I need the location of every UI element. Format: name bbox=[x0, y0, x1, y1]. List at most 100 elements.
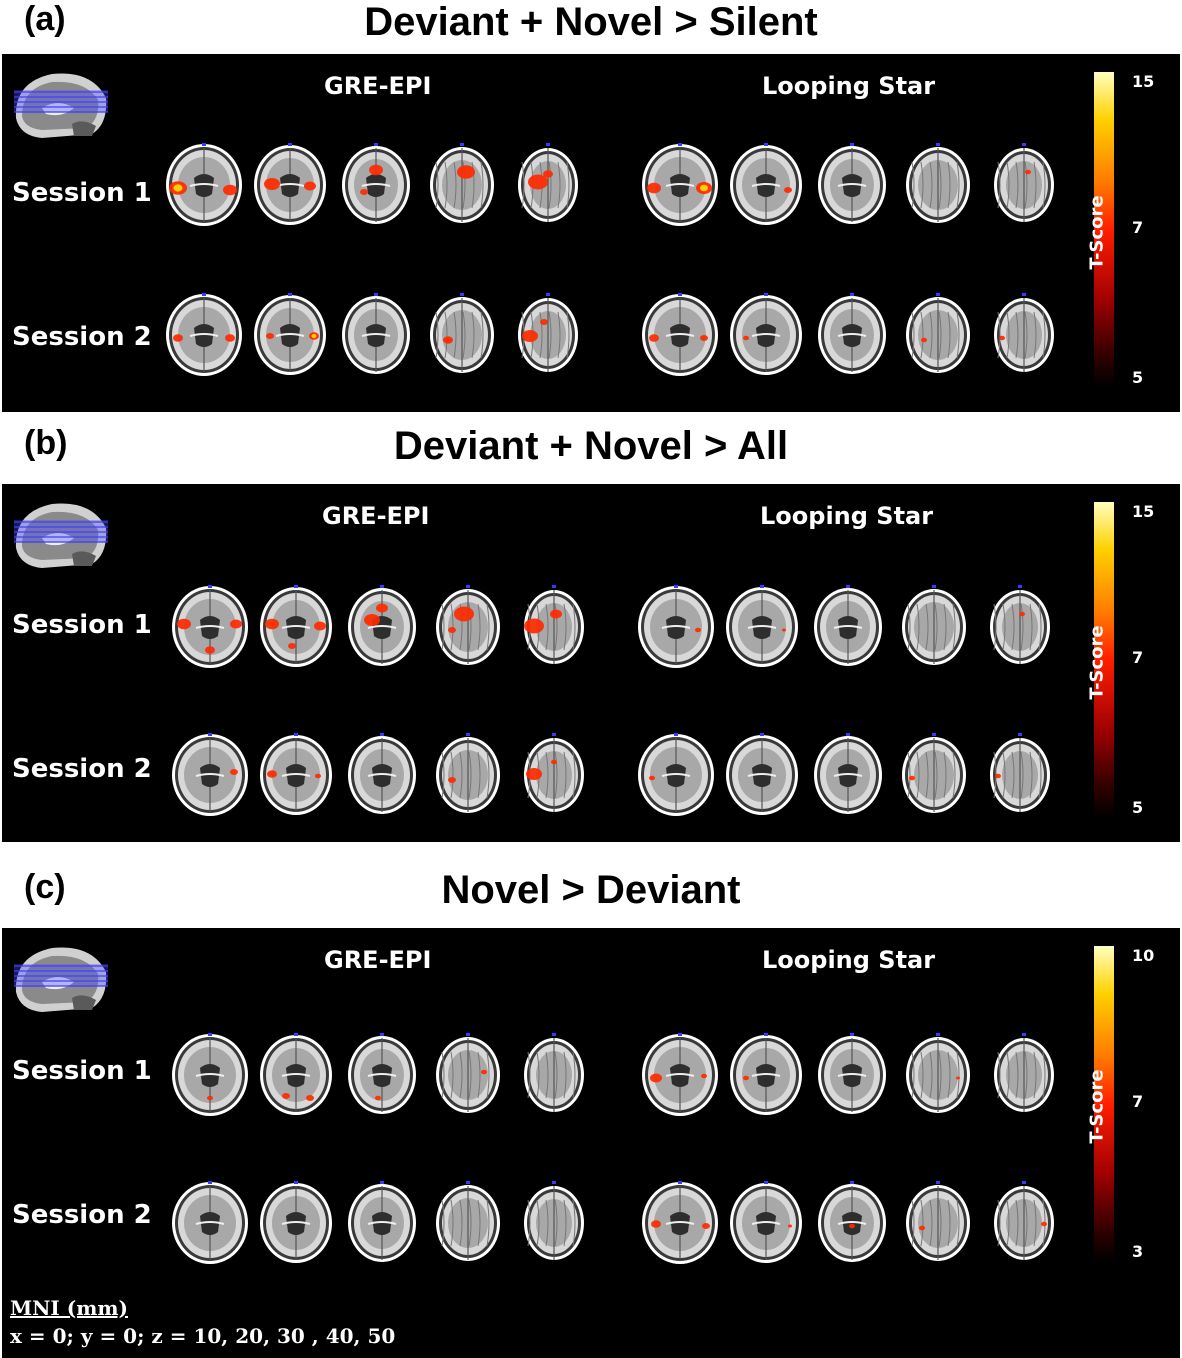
axial-slice-4 bbox=[902, 733, 966, 813]
colorbar-max: 15 bbox=[1132, 72, 1155, 91]
axial-slice-1 bbox=[642, 293, 718, 376]
colorbar-max: 15 bbox=[1132, 502, 1155, 521]
session-1-label: Session 1 bbox=[12, 1056, 152, 1086]
axial-slice-3 bbox=[818, 293, 886, 374]
axial-slice-4 bbox=[906, 293, 970, 373]
colorbar-min: 3 bbox=[1132, 1242, 1144, 1261]
axial-slice-2 bbox=[254, 293, 326, 375]
axial-slice-4 bbox=[430, 293, 494, 373]
mni-footer-title: MNI (mm) bbox=[10, 1296, 128, 1320]
axial-slice-4 bbox=[906, 143, 970, 223]
axial-slice-4 bbox=[436, 585, 500, 665]
axial-slice-2 bbox=[726, 733, 798, 815]
axial-slice-2 bbox=[726, 585, 798, 667]
session-2-label: Session 2 bbox=[12, 754, 152, 784]
column-header-gre-epi: GRE-EPI bbox=[322, 502, 430, 530]
axial-slice-1 bbox=[172, 733, 248, 816]
axial-slice-2 bbox=[730, 1033, 802, 1115]
axial-slice-1 bbox=[172, 585, 248, 668]
axial-slice-5 bbox=[518, 143, 578, 222]
session-1-label: Session 1 bbox=[12, 178, 152, 208]
column-header-gre-epi: GRE-EPI bbox=[324, 72, 432, 100]
panel-a: GRE-EPI Looping Star Session 1 Session 2… bbox=[2, 54, 1180, 412]
axial-slice-3 bbox=[818, 1181, 886, 1262]
axial-slice-5 bbox=[994, 1033, 1054, 1112]
colorbar-mid: 7 bbox=[1132, 648, 1144, 667]
axial-slice-5 bbox=[524, 1181, 584, 1260]
panel-c-title: Novel > Deviant bbox=[441, 868, 741, 912]
axial-slice-3 bbox=[348, 1181, 416, 1262]
panel-a-letter: (a) bbox=[24, 0, 66, 38]
panel-a-title: Deviant + Novel > Silent bbox=[364, 0, 818, 44]
axial-slice-5 bbox=[524, 1033, 584, 1112]
column-header-gre-epi: GRE-EPI bbox=[324, 946, 432, 974]
session-2-label: Session 2 bbox=[12, 322, 152, 352]
axial-slice-5 bbox=[990, 733, 1050, 812]
axial-slice-3 bbox=[814, 585, 882, 666]
axial-slice-1 bbox=[172, 1033, 248, 1116]
axial-slice-3 bbox=[818, 1033, 886, 1114]
axial-slice-1 bbox=[642, 143, 718, 226]
axial-slice-5 bbox=[990, 585, 1050, 664]
colorbar-mid: 7 bbox=[1132, 218, 1144, 237]
sagittal-locator-image bbox=[14, 73, 108, 138]
session-1-label: Session 1 bbox=[12, 610, 152, 640]
axial-slice-3 bbox=[348, 585, 416, 666]
axial-slice-1 bbox=[638, 585, 714, 668]
colorbar-label: T-Score bbox=[1086, 1069, 1108, 1144]
axial-slice-5 bbox=[518, 293, 578, 372]
column-header-looping-star: Looping Star bbox=[762, 946, 936, 974]
panel-c-letter: (c) bbox=[24, 868, 66, 906]
colorbar-gradient bbox=[1094, 502, 1114, 818]
panel-b-letter: (b) bbox=[24, 424, 68, 462]
axial-slice-3 bbox=[348, 733, 416, 814]
axial-slice-1 bbox=[642, 1181, 718, 1264]
colorbar-label: T-Score bbox=[1086, 625, 1108, 700]
axial-slice-2 bbox=[730, 1181, 802, 1263]
colorbar-min: 5 bbox=[1132, 798, 1144, 817]
colorbar-label: T-Score bbox=[1086, 195, 1108, 270]
axial-slice-2 bbox=[260, 585, 332, 667]
axial-slice-3 bbox=[818, 143, 886, 224]
axial-slice-1 bbox=[166, 143, 242, 226]
colorbar-mid: 7 bbox=[1132, 1092, 1144, 1111]
axial-slice-3 bbox=[348, 1033, 416, 1114]
sagittal-locator-image bbox=[14, 503, 108, 568]
axial-slice-2 bbox=[730, 293, 802, 375]
axial-slice-5 bbox=[994, 143, 1054, 222]
axial-slice-4 bbox=[902, 585, 966, 665]
axial-slice-1 bbox=[638, 733, 714, 816]
sagittal-locator-image bbox=[14, 947, 108, 1012]
colorbar: 10 7 3 T-Score bbox=[1082, 946, 1172, 1266]
axial-slice-4 bbox=[436, 1033, 500, 1113]
axial-slice-1 bbox=[172, 1181, 248, 1264]
axial-slice-3 bbox=[814, 733, 882, 814]
axial-slice-4 bbox=[906, 1181, 970, 1261]
axial-slice-4 bbox=[430, 143, 494, 223]
axial-slice-1 bbox=[642, 1033, 718, 1116]
axial-slice-5 bbox=[524, 585, 584, 664]
colorbar-gradient bbox=[1094, 946, 1114, 1262]
axial-slice-5 bbox=[524, 733, 584, 812]
axial-slice-2 bbox=[260, 1181, 332, 1263]
colorbar-min: 5 bbox=[1132, 368, 1144, 387]
panel-b: GRE-EPI Looping Star Session 1 Session 2… bbox=[2, 484, 1180, 842]
axial-slice-4 bbox=[436, 1181, 500, 1261]
colorbar-gradient bbox=[1094, 72, 1114, 388]
axial-slice-5 bbox=[994, 1181, 1054, 1260]
colorbar: 15 7 5 T-Score bbox=[1082, 72, 1172, 392]
axial-slice-4 bbox=[436, 733, 500, 813]
axial-slice-2 bbox=[260, 1033, 332, 1115]
colorbar-max: 10 bbox=[1132, 946, 1155, 965]
axial-slice-1 bbox=[166, 293, 242, 376]
panel-b-title: Deviant + Novel > All bbox=[393, 424, 789, 468]
axial-slice-4 bbox=[906, 1033, 970, 1113]
axial-slice-5 bbox=[994, 293, 1054, 372]
column-header-looping-star: Looping Star bbox=[760, 502, 934, 530]
axial-slice-2 bbox=[730, 143, 802, 225]
column-header-looping-star: Looping Star bbox=[762, 72, 936, 100]
axial-slice-3 bbox=[342, 293, 410, 374]
mni-footer-coords: x = 0; y = 0; z = 10, 20, 30 , 40, 50 bbox=[10, 1324, 396, 1348]
panel-c: GRE-EPI Looping Star Session 1 Session 2… bbox=[2, 928, 1180, 1358]
axial-slice-2 bbox=[260, 733, 332, 815]
